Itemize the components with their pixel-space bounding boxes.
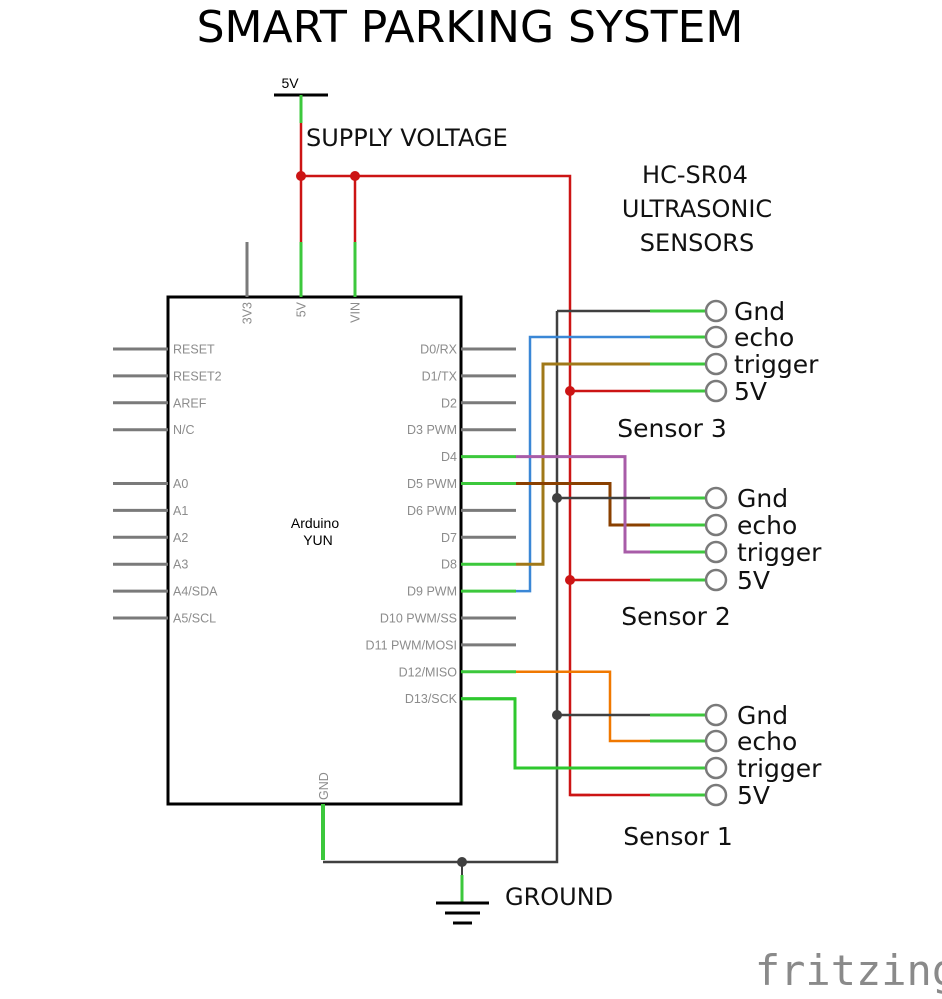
pin-label-right: D6 PWM (407, 504, 457, 518)
board-name-line1: Arduino (291, 515, 339, 531)
wire-sensor2-echo (516, 482, 650, 527)
pin-label-left: A0 (173, 477, 188, 491)
sensor-header-line2: ULTRASONIC (622, 195, 772, 223)
sensor-pin-connector (704, 729, 728, 753)
sensor-pin-connector (704, 783, 728, 807)
board-outline (166, 295, 463, 806)
pin-label-left: A5/SCL (173, 612, 216, 626)
sensor-name: Sensor 2 (621, 602, 731, 631)
pin-label-right: D12/MISO (399, 665, 458, 679)
wire-sensor3-trigger (516, 362, 650, 566)
sensor-pin-connector (704, 325, 728, 349)
pin-label-left: A3 (173, 558, 188, 572)
junction-power (296, 171, 306, 181)
fritzing-logo: fritzing (755, 946, 942, 995)
pin-label-right: D1/TX (422, 369, 458, 383)
pin-label-top: 5V (295, 301, 309, 317)
wire-sensor3-echo (516, 335, 650, 593)
pin-label-right: D3 PWM (407, 423, 457, 437)
pin-label-left: N/C (173, 423, 195, 437)
pin-label-left: A1 (173, 504, 188, 518)
wires (296, 123, 650, 867)
sensor-pin-label: 5V (734, 377, 767, 406)
sensor-pin-connector (704, 513, 728, 537)
sensor-pin-label: trigger (737, 754, 822, 783)
sensor-pin-connector (704, 568, 728, 592)
sensor-pin-label: 5V (737, 566, 770, 595)
pin-label-right: D4 (441, 450, 457, 464)
sensor-pin-connector (704, 299, 728, 323)
sensor-pin-label: echo (734, 323, 794, 352)
sensor-name: Sensor 3 (617, 414, 727, 443)
sensor-pin-label: trigger (737, 538, 822, 567)
page-title: SMART PARKING SYSTEM (197, 2, 744, 53)
wire-sensor1-echo (516, 670, 650, 743)
board-name-line2: YUN (303, 532, 333, 548)
pin-label-right: D2 (441, 396, 457, 410)
sensor-header-line1: HC-SR04 (642, 161, 748, 189)
junction-power (350, 171, 360, 181)
sensor-pin-connector (704, 703, 728, 727)
sensor-pin-connector (704, 379, 728, 403)
pin-label-left: RESET (173, 343, 215, 357)
pin-label-top: VIN (349, 302, 363, 323)
sensor-pin-label: Gnd (737, 484, 788, 513)
wire-sensor1-trigger (461, 697, 650, 770)
sensor-pin-label: Gnd (737, 701, 788, 730)
pin-label-right: D13/SCK (405, 692, 458, 706)
pin-label-left: RESET2 (173, 369, 222, 383)
pin-label-left: A2 (173, 531, 188, 545)
pin-label-right: D5 PWM (407, 477, 457, 491)
pin-label-left: A4/SDA (173, 585, 218, 599)
sensor-pin-label: echo (737, 511, 797, 540)
pin-label-right: D7 (441, 531, 457, 545)
sensor-pin-label: 5V (737, 781, 770, 810)
pin-label-gnd: GND (317, 772, 331, 800)
sensor-pin-label: trigger (734, 350, 819, 379)
pin-label-left: AREF (173, 396, 207, 410)
sensor-pin-connector (704, 540, 728, 564)
sensor-pin-connector (704, 486, 728, 510)
pin-label-right: D0/RX (420, 343, 457, 357)
supply-symbol-label: 5V (281, 75, 299, 91)
pin-label-right: D9 PWM (407, 585, 457, 599)
wire-sensor2-trigger (516, 455, 650, 554)
supply-label: SUPPLY VOLTAGE (306, 124, 508, 152)
pin-label-right: D8 (441, 558, 457, 572)
sensor-header-line3: SENSORS (640, 229, 754, 257)
ground-label: GROUND (505, 883, 613, 911)
arduino-board[interactable]: Arduino YUN D0/RX D1/TX D2 D3 PWM D4 D5 PWM D6… (113, 242, 516, 860)
sensor-pin-label: Gnd (734, 297, 785, 326)
sensor-name: Sensor 1 (623, 822, 733, 851)
sensor-pin-connector (704, 352, 728, 376)
sensor-pin-connector (704, 756, 728, 780)
pin-label-right: D11 PWM/MOSI (366, 638, 457, 652)
pin-label-top: 3V3 (241, 302, 255, 324)
pin-label-right: D10 PWM/SS (380, 612, 457, 626)
sensor-pin-label: echo (737, 727, 797, 756)
